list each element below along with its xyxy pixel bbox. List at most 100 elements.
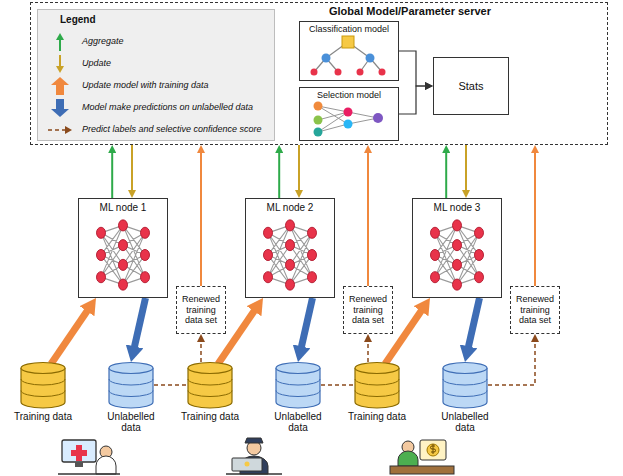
unlabelled-database: Unlabelled data xyxy=(275,362,321,408)
ml-node-box: ML node 2 xyxy=(245,198,335,298)
cylinder-band xyxy=(355,391,399,397)
node-label: Training data xyxy=(12,411,74,422)
node-label: Classification model xyxy=(300,24,398,34)
finance-icon xyxy=(390,440,454,474)
legend-label: Predict labels and selective confidence … xyxy=(82,124,262,134)
legend-sample-stroke xyxy=(56,33,64,40)
cylinder-band xyxy=(109,379,153,385)
stats-box: Stats xyxy=(433,57,509,115)
renew-connector xyxy=(367,149,369,286)
cylinder-band xyxy=(443,391,487,397)
ml-node-box: ML node 3 xyxy=(412,198,502,298)
renew-connector xyxy=(200,149,202,286)
legend-row: Aggregate xyxy=(46,32,266,52)
train-connector xyxy=(51,306,90,364)
training-database: Training data xyxy=(354,362,400,408)
cylinder-band xyxy=(355,379,399,385)
pred-connector xyxy=(467,298,479,352)
node-label: Stats xyxy=(458,80,483,92)
upd-connector xyxy=(131,145,133,194)
selection-icon xyxy=(314,102,384,137)
pred-connector xyxy=(300,298,312,352)
upd-connector xyxy=(465,145,467,194)
tree-icon xyxy=(311,36,386,76)
node-label: ML node 2 xyxy=(246,202,334,213)
agg-connector xyxy=(111,149,113,198)
cylinder-band xyxy=(109,391,153,397)
agg-connector xyxy=(278,149,280,198)
lab-connector xyxy=(488,338,535,385)
legend-sample-stroke xyxy=(51,77,69,95)
legend-sample-stroke xyxy=(59,55,61,67)
cylinder-shape xyxy=(187,362,233,408)
cylinder-band xyxy=(188,391,232,397)
cylinder-shape xyxy=(20,362,66,408)
renew-connector xyxy=(534,149,536,286)
legend-row: Update xyxy=(46,54,266,74)
node-label: Unlabelled data xyxy=(267,411,329,433)
legend-row: Update model with training data xyxy=(46,76,266,96)
cylinder-shape xyxy=(354,362,400,408)
cylinder-top xyxy=(355,363,399,374)
renewed-data-box: Renewed training data set xyxy=(343,286,393,334)
legend-label: Update model with training data xyxy=(82,80,209,90)
node-label: Unlabelled data xyxy=(100,411,162,433)
legend-sample-stroke xyxy=(65,126,72,134)
cylinder-top xyxy=(276,363,320,374)
cylinder-band xyxy=(21,391,65,397)
network-icon xyxy=(264,220,317,290)
training-database: Training data xyxy=(20,362,66,408)
legend-row: Model make predictions on unlabelled dat… xyxy=(46,98,266,118)
legend-sample-stroke xyxy=(59,39,61,51)
node-label: Selection model xyxy=(300,90,398,100)
node-label: Training data xyxy=(179,411,241,422)
legend-sample-stroke xyxy=(51,99,69,117)
unlabelled-database: Unlabelled data xyxy=(442,362,488,408)
training-database: Training data xyxy=(187,362,233,408)
doctor-icon xyxy=(58,440,120,474)
cylinder-top xyxy=(21,363,65,374)
server-region: LegendAggregateUpdateUpdate model with t… xyxy=(30,2,608,145)
cylinder-band xyxy=(443,379,487,385)
cylinder-shape xyxy=(275,362,321,408)
legend-sample xyxy=(46,54,74,74)
legend-label: Model make predictions on unlabelled dat… xyxy=(82,102,253,112)
legend-row: Predict labels and selective confidence … xyxy=(46,120,266,140)
legend-sample xyxy=(46,98,74,118)
node-label: Renewed training data set xyxy=(177,294,225,325)
legend-sample-stroke xyxy=(56,66,64,73)
renewed-data-box: Renewed training data set xyxy=(176,286,226,334)
model-box: Selection model xyxy=(299,87,399,141)
upd-connector xyxy=(298,145,300,194)
node-label: ML node 3 xyxy=(413,202,501,213)
network-icon xyxy=(97,220,150,290)
merge-connector xyxy=(399,51,429,86)
cylinder-top xyxy=(109,363,153,374)
node-label: Renewed training data set xyxy=(344,294,392,325)
legend-label: Aggregate xyxy=(82,36,124,46)
renewed-data-box: Renewed training data set xyxy=(510,286,560,334)
cylinder-shape xyxy=(108,362,154,408)
cylinder-top xyxy=(188,363,232,374)
cylinder-top xyxy=(443,363,487,374)
cylinder-band xyxy=(21,379,65,385)
unlabelled-database: Unlabelled data xyxy=(108,362,154,408)
cylinder-band xyxy=(188,379,232,385)
cylinder-band xyxy=(276,379,320,385)
node-label: Unlabelled data xyxy=(434,411,496,433)
model-box: Classification model xyxy=(299,21,399,81)
legend-label: Update xyxy=(82,58,111,68)
group-title: Legend xyxy=(60,14,96,25)
agg-connector xyxy=(445,149,447,198)
merge-connector xyxy=(399,86,429,114)
node-label: Training data xyxy=(346,411,408,422)
pred-connector xyxy=(133,298,145,352)
cylinder-band xyxy=(276,391,320,397)
cylinder-shape xyxy=(442,362,488,408)
group-title: Global Model/Parameter server xyxy=(329,5,491,17)
network-icon xyxy=(431,220,484,290)
legend-sample xyxy=(46,120,74,140)
node-label: Renewed training data set xyxy=(511,294,559,325)
node-label: ML node 1 xyxy=(79,202,167,213)
